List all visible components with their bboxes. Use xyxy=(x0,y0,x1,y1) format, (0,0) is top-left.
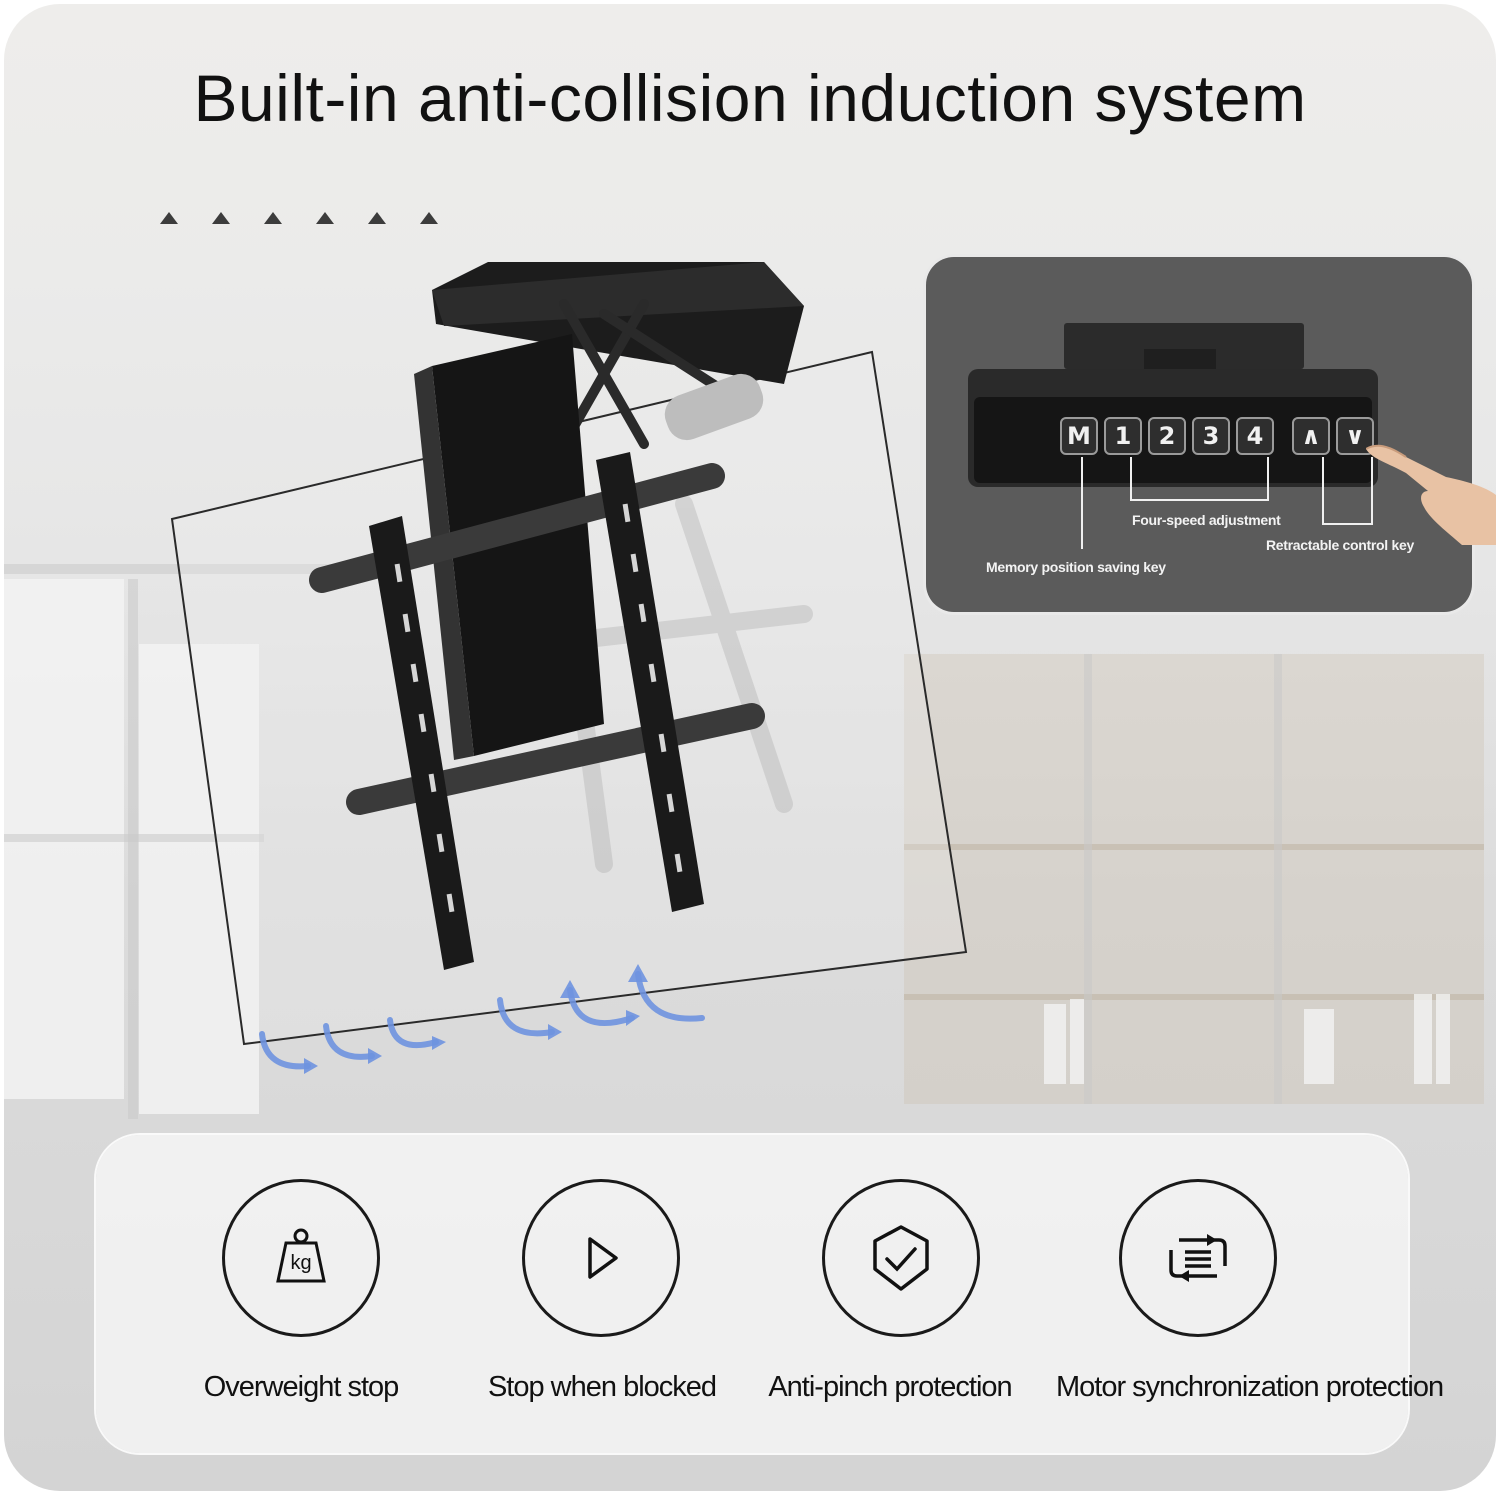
feature-icon-circle xyxy=(1119,1179,1277,1337)
speed-1-key[interactable]: 1 xyxy=(1104,417,1142,455)
sync-arrows-icon xyxy=(1169,1234,1227,1282)
four-speed-callout-line-bottom xyxy=(1130,499,1269,501)
feature-anti-pinch: Anti-pinch protection xyxy=(740,1135,1040,1453)
up-arrow-key[interactable]: ∧ xyxy=(1292,417,1330,455)
decorative-triangles xyxy=(160,212,438,224)
feature-overweight-stop: kg Overweight stop xyxy=(151,1135,451,1453)
feature-label: Overweight stop xyxy=(203,1371,400,1403)
kg-weight-icon: kg xyxy=(276,1228,326,1283)
features-card: kg Overweight stop Stop when blocked Ant… xyxy=(96,1135,1444,1453)
feature-stop-when-blocked: Stop when blocked xyxy=(452,1135,752,1453)
speed-2-key[interactable]: 2 xyxy=(1148,417,1186,455)
triangle-icon xyxy=(264,212,282,224)
triangle-icon xyxy=(420,212,438,224)
triangle-icon xyxy=(160,212,178,224)
memory-key[interactable]: M xyxy=(1060,417,1098,455)
triangle-icon xyxy=(316,212,334,224)
memory-key-label: Memory position saving key xyxy=(986,559,1166,575)
product-infographic: Built-in anti-collision induction system xyxy=(4,4,1496,1491)
retract-callout-line-left xyxy=(1322,457,1324,525)
memory-callout-line xyxy=(1081,457,1083,549)
retract-callout-line-right xyxy=(1371,457,1373,525)
feature-motor-sync: Motor synchronization protection xyxy=(1056,1135,1444,1453)
play-triangle-icon xyxy=(588,1237,618,1279)
four-speed-callout-line-left xyxy=(1130,457,1132,501)
feature-label: Stop when blocked xyxy=(487,1371,717,1403)
retract-callout-line-bottom xyxy=(1322,523,1373,525)
triangle-icon xyxy=(212,212,230,224)
feature-icon-circle: kg xyxy=(222,1179,380,1337)
ceiling-tv-mount-illustration xyxy=(170,262,968,1074)
headline: Built-in anti-collision induction system xyxy=(193,61,1307,135)
pointing-hand-icon xyxy=(1366,444,1496,545)
retractable-key-label: Retractable control key xyxy=(1266,537,1414,553)
four-speed-callout-line-right xyxy=(1267,457,1269,501)
feature-icon-circle xyxy=(522,1179,680,1337)
svg-text:kg: kg xyxy=(290,1252,311,1274)
feature-label: Motor synchronization protection xyxy=(1056,1371,1444,1403)
panel-mount-bracket xyxy=(1064,323,1304,371)
speed-4-key[interactable]: 4 xyxy=(1236,417,1274,455)
shield-check-icon xyxy=(873,1225,929,1291)
feature-label: Anti-pinch protection xyxy=(768,1371,1012,1403)
speed-3-key[interactable]: 3 xyxy=(1192,417,1230,455)
keypad: M 1 2 3 4 ∧ ∨ xyxy=(1060,417,1374,455)
four-speed-label: Four-speed adjustment xyxy=(1132,512,1281,528)
triangle-icon xyxy=(368,212,386,224)
feature-icon-circle xyxy=(822,1179,980,1337)
control-panel-card: M 1 2 3 4 ∧ ∨ Four-speed adjustment Retr… xyxy=(926,257,1496,612)
